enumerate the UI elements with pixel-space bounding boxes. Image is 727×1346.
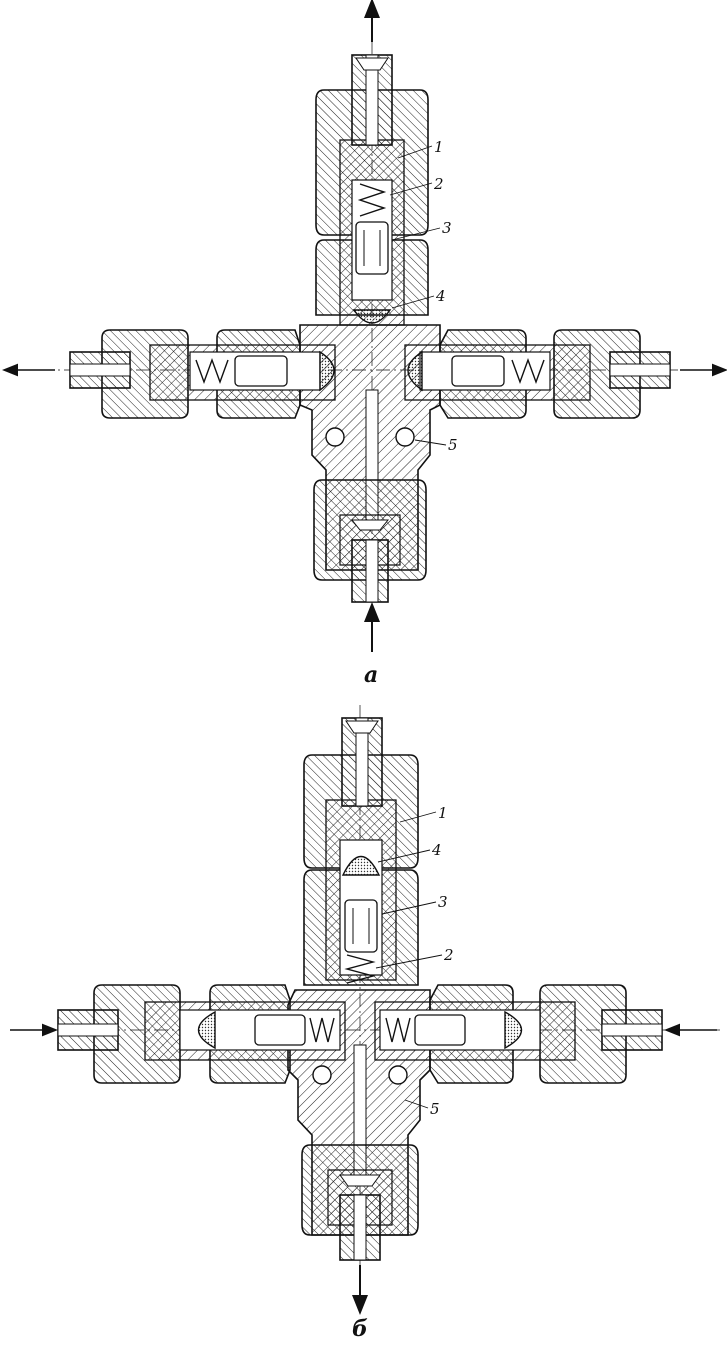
label-4: 4: [431, 841, 442, 859]
label-2: 2: [443, 946, 454, 964]
label-5: 5: [430, 1100, 440, 1118]
label-2: 2: [433, 175, 444, 193]
label-4: 4: [435, 287, 446, 305]
label-3: 3: [442, 219, 452, 237]
label-1: 1: [438, 804, 448, 822]
caption-b: б: [352, 1316, 368, 1342]
label-3: 3: [438, 893, 448, 911]
label-5: 5: [448, 436, 458, 454]
diagram-a: 1 2 3 4 5 а: [2, 0, 727, 688]
diagram-b: 1 4 3 2 5 б: [10, 705, 720, 1342]
caption-a: а: [364, 662, 378, 688]
label-1: 1: [434, 138, 444, 156]
